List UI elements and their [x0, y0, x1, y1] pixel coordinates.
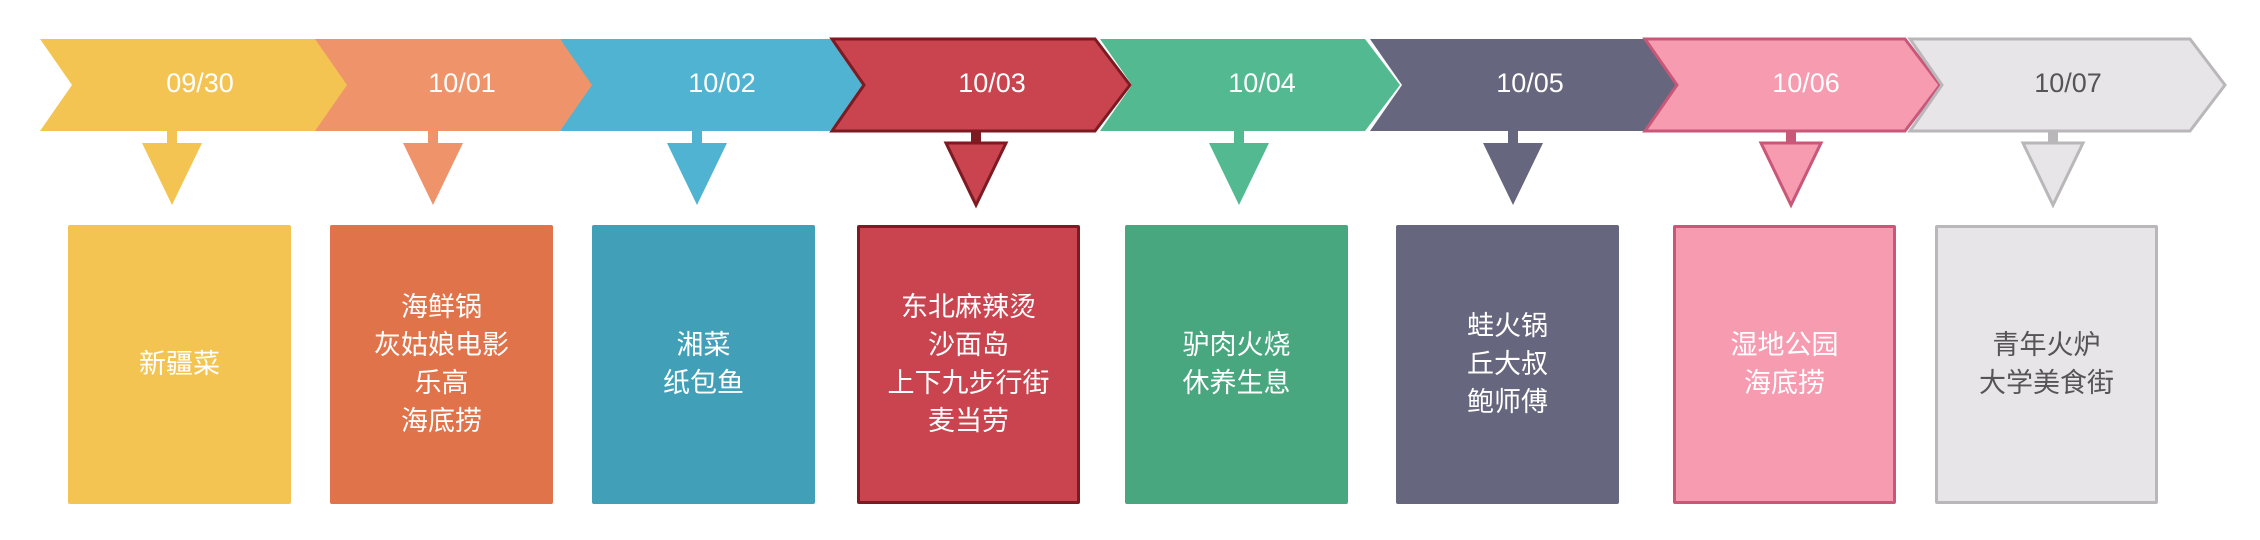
arrow-stem [692, 131, 702, 145]
activity-item: 湿地公园 [1730, 329, 1839, 361]
date-chevron [829, 37, 1132, 133]
date-label: 10/05 [1496, 68, 1564, 98]
activity-item: 海鲜锅 [401, 291, 482, 323]
activity-item: 鲍师傅 [1467, 386, 1548, 418]
timeline-step-10-02: 10/02 [560, 39, 865, 205]
activity-card: 蛙火锅丘大叔鲍师傅 [1396, 225, 1619, 504]
arrow-stem [1786, 131, 1796, 145]
date-chevron [40, 39, 360, 131]
arrow-head-icon [667, 143, 727, 205]
activity-item: 休养生息 [1182, 367, 1291, 399]
date-chevron [1370, 39, 1680, 131]
activity-card: 湘菜纸包鱼 [592, 225, 815, 504]
activity-card: 驴肉火烧休养生息 [1125, 225, 1348, 504]
arrow-head-icon [142, 143, 202, 205]
date-label: 10/03 [958, 68, 1026, 98]
timeline-step-10-04: 10/04 [1100, 39, 1400, 205]
activity-card: 海鲜锅灰姑娘电影乐高海底捞 [330, 225, 553, 504]
activity-item: 乐高 [414, 367, 469, 399]
date-chevron [1100, 39, 1400, 131]
arrow-stem [971, 131, 981, 145]
timeline-step-10-01: 10/01 [315, 39, 595, 205]
arrow-head-icon [1758, 141, 1824, 209]
arrow-stem [1234, 131, 1244, 145]
activity-item: 灰姑娘电影 [374, 329, 509, 361]
activity-card: 青年火炉大学美食街 [1935, 225, 2158, 504]
activity-item: 东北麻辣烫 [901, 291, 1036, 323]
activity-item: 青年火炉 [1992, 329, 2101, 361]
date-chevron [560, 39, 865, 131]
timeline-step-10-07: 10/07 [1907, 37, 2227, 209]
arrow-stem [1508, 131, 1518, 145]
timeline-step-09-30: 09/30 [40, 39, 360, 205]
arrow-head-icon [403, 143, 463, 205]
activity-item: 纸包鱼 [663, 367, 744, 399]
activity-item: 驴肉火烧 [1182, 329, 1291, 361]
date-label: 10/04 [1228, 68, 1296, 98]
timeline-step-10-05: 10/05 [1370, 39, 1680, 205]
activity-item: 新疆菜 [139, 348, 220, 380]
activity-item: 海底捞 [401, 405, 482, 437]
date-label: 10/07 [2034, 68, 2102, 98]
activity-item: 大学美食街 [1979, 367, 2114, 399]
arrow-stem [167, 131, 177, 145]
activity-card: 湿地公园海底捞 [1673, 225, 1896, 504]
date-label: 10/02 [688, 68, 756, 98]
activity-item: 丘大叔 [1467, 348, 1548, 380]
activity-card: 东北麻辣烫沙面岛上下九步行街麦当劳 [857, 225, 1080, 504]
activity-item: 麦当劳 [928, 405, 1009, 437]
date-label: 10/06 [1772, 68, 1840, 98]
activity-item: 湘菜 [676, 329, 731, 361]
activity-item: 沙面岛 [928, 329, 1009, 361]
activity-item: 海底捞 [1744, 367, 1825, 399]
timeline-step-10-06: 10/06 [1642, 37, 1942, 209]
date-label: 10/01 [428, 68, 496, 98]
arrow-head-icon [2020, 141, 2086, 209]
activity-card: 新疆菜 [68, 225, 291, 504]
arrow-head-icon [943, 141, 1009, 209]
arrow-stem [2048, 131, 2058, 145]
arrow-head-icon [1209, 143, 1269, 205]
date-label: 09/30 [166, 68, 234, 98]
date-chevron [1642, 37, 1942, 133]
timeline-step-10-03: 10/03 [829, 37, 1132, 209]
date-chevron [315, 39, 595, 131]
arrow-head-icon [1483, 143, 1543, 205]
date-chevron [1907, 37, 2227, 133]
activity-item: 蛙火锅 [1467, 310, 1548, 342]
arrow-stem [428, 131, 438, 145]
activity-item: 上下九步行街 [887, 367, 1050, 399]
